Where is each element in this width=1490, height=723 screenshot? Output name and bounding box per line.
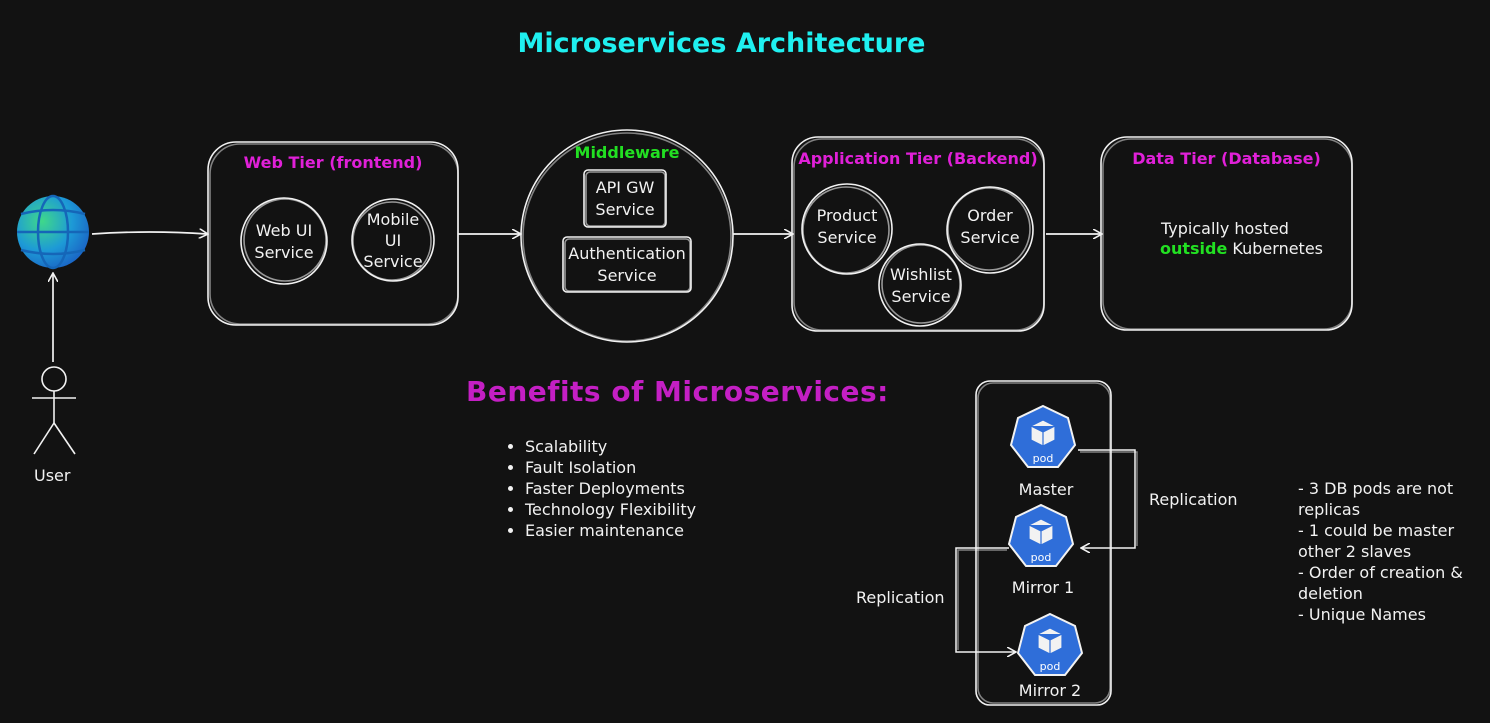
app-tier-title: Application Tier (Backend) — [798, 149, 1038, 168]
web-tier-title: Web Tier (frontend) — [243, 153, 423, 172]
api-gw-service-box — [583, 169, 667, 228]
pod-mirror2-name: Mirror 2 — [1018, 681, 1082, 700]
replication-label-left: Replication — [856, 588, 945, 607]
benefit-item: Technology Flexibility — [525, 499, 696, 520]
data-tier-title: Data Tier (Database) — [1132, 149, 1321, 168]
db-pod-notes: - 3 DB pods are not replicas - 1 could b… — [1298, 478, 1488, 625]
user-figure-icon — [32, 366, 76, 455]
middleware-title: Middleware — [574, 143, 680, 162]
mobile-ui-service-circle — [351, 198, 435, 282]
data-tier-text-line2: outside Kubernetes — [1160, 238, 1323, 260]
pod-master-icon-label: pod — [1032, 452, 1054, 465]
order-service-circle — [946, 186, 1034, 274]
benefit-item: Faster Deployments — [525, 478, 696, 499]
order-service-label: Order Service — [960, 206, 1020, 247]
benefits-title: Benefits of Microservices: — [466, 375, 889, 408]
data-tier-text-line1: Typically hosted — [1161, 219, 1289, 238]
note-line: - 3 DB pods are not replicas — [1298, 479, 1454, 519]
arrow-globe-to-web — [91, 232, 207, 234]
note-line: - Order of creation & deletion — [1298, 563, 1463, 603]
wishlist-service-label: Wishlist Service — [890, 265, 952, 306]
benefit-item: Scalability — [525, 436, 696, 457]
data-tier-text-rest: Kubernetes — [1227, 239, 1323, 258]
replication-label-right: Replication — [1149, 490, 1238, 509]
pod-mirror1-name: Mirror 1 — [1011, 578, 1075, 597]
note-line: - Unique Names — [1298, 605, 1426, 624]
product-service-label: Product Service — [816, 206, 878, 247]
web-ui-service-label: Web UI Service — [254, 221, 314, 262]
benefit-item: Easier maintenance — [525, 520, 696, 541]
pod-master-icon — [1009, 404, 1077, 468]
replication-arrow-mirror1-to-mirror2 — [955, 547, 1015, 652]
pod-master-name: Master — [1018, 480, 1074, 499]
benefit-item: Fault Isolation — [525, 457, 696, 478]
pod-mirror2-icon — [1016, 612, 1084, 676]
replication-arrow-master-to-mirror1 — [1078, 449, 1136, 548]
mobile-ui-service-label: Mobile UI Service — [363, 210, 423, 271]
pod-mirror1-icon — [1007, 503, 1075, 567]
data-tier-highlight: outside — [1160, 239, 1228, 258]
wishlist-service-circle — [878, 243, 962, 327]
user-label: User — [34, 466, 71, 485]
note-line: - 1 could be master other 2 slaves — [1298, 521, 1455, 561]
pod-mirror2-icon-label: pod — [1039, 660, 1061, 673]
diagram-title: Microservices Architecture — [517, 28, 926, 59]
globe-icon — [17, 194, 89, 270]
api-gw-service-label: API GW Service — [595, 178, 655, 219]
pods-container-box — [975, 380, 1112, 706]
auth-service-box — [562, 236, 692, 293]
web-ui-service-circle — [240, 197, 328, 285]
pod-mirror1-icon-label: pod — [1030, 551, 1052, 564]
product-service-circle — [801, 183, 893, 275]
benefits-list: Scalability Fault Isolation Faster Deplo… — [505, 436, 696, 541]
auth-service-label: Authentication Service — [568, 244, 686, 285]
middleware-circle — [520, 129, 734, 343]
